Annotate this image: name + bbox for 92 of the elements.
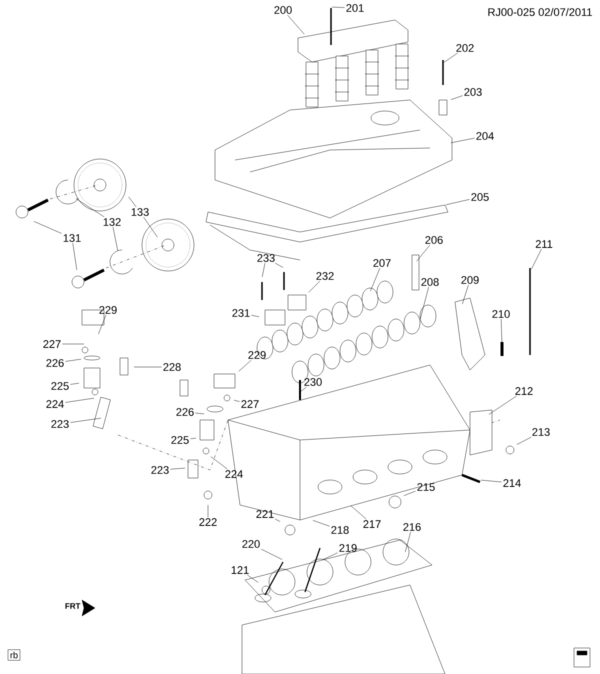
- callout-number: 225: [171, 436, 189, 444]
- leader-line: [312, 520, 330, 526]
- leader-line: [300, 386, 307, 392]
- callout-number: 226: [176, 408, 194, 416]
- leader-line: [261, 548, 282, 560]
- callout-number: 214: [503, 479, 521, 487]
- leader-line: [416, 244, 430, 262]
- callout-number: 222: [199, 518, 217, 526]
- callout-number: 220: [242, 540, 260, 548]
- leader-line: [65, 398, 94, 403]
- leader-line: [247, 574, 258, 583]
- callout-number: 223: [151, 466, 169, 474]
- callout-number: 224: [225, 470, 243, 478]
- callout-number: 216: [403, 523, 421, 531]
- leader-line: [76, 198, 104, 218]
- callout-number: 232: [316, 272, 334, 280]
- view-code-box: rb: [8, 650, 20, 660]
- leader-line: [238, 360, 252, 372]
- leader-line: [444, 52, 458, 63]
- leader-line: [98, 314, 106, 334]
- leader-line: [350, 505, 366, 520]
- callout-number: 227: [241, 400, 259, 408]
- leader-line: [450, 95, 463, 100]
- callout-number: 217: [363, 520, 381, 528]
- callout-number: 229: [99, 306, 117, 314]
- callout-number: 211: [536, 240, 552, 248]
- callout-number: 206: [425, 236, 443, 244]
- leader-line: [500, 318, 502, 344]
- callout-number: 208: [421, 278, 439, 286]
- leader-line: [143, 216, 158, 238]
- callout-number: 204: [476, 132, 494, 140]
- leader-line: [72, 242, 78, 270]
- callout-number: 224: [46, 400, 64, 408]
- leader-line: [404, 490, 416, 496]
- leader-line: [516, 436, 532, 445]
- leader-line: [195, 412, 204, 414]
- leader-line: [420, 286, 429, 320]
- callout-number: 219: [339, 544, 357, 552]
- leader-line: [450, 138, 475, 143]
- leader-line: [210, 456, 228, 470]
- callout-number: 213: [532, 428, 550, 436]
- callout-number: 228: [163, 363, 181, 371]
- leader-line: [480, 480, 502, 482]
- callout-number: 230: [304, 378, 322, 386]
- callout-number: 229: [248, 351, 266, 359]
- callout-number: 227: [43, 340, 61, 348]
- leader-line: [134, 366, 162, 368]
- callout-number: 203: [464, 88, 482, 96]
- leader-line: [446, 199, 470, 205]
- leader-line: [234, 400, 240, 402]
- leader-line: [462, 284, 469, 304]
- callout-number: 210: [492, 310, 510, 318]
- callout-number: 132: [104, 218, 121, 226]
- callout-number: 218: [331, 526, 349, 534]
- leader-line: [70, 418, 102, 423]
- leader-line: [112, 226, 118, 252]
- leader-line: [287, 14, 305, 34]
- leader-line: [65, 358, 82, 362]
- leader-line: [332, 6, 345, 8]
- callout-number: 231: [232, 309, 250, 317]
- callout-number: 205: [471, 193, 489, 201]
- leader-line: [70, 382, 80, 385]
- callout-number: 207: [373, 259, 391, 267]
- leader-line: [308, 280, 320, 292]
- callout-number: 209: [461, 276, 479, 284]
- leader-line: [274, 518, 280, 522]
- callout-number: 225: [51, 382, 69, 390]
- leader-line: [370, 268, 380, 292]
- leader-line: [34, 221, 62, 234]
- callout-number: 200: [274, 6, 292, 14]
- callout-number: 201: [346, 4, 364, 12]
- leader-line: [405, 532, 411, 552]
- callout-number: 121: [232, 566, 249, 574]
- leader-line: [128, 196, 136, 208]
- leader-line: [251, 314, 260, 317]
- callout-number: 202: [456, 44, 474, 52]
- callout-number: 212: [515, 387, 533, 395]
- callout-number: 131: [64, 234, 81, 242]
- leader-line: [170, 468, 186, 470]
- callout-number: 223: [51, 420, 69, 428]
- leader-line: [262, 262, 266, 278]
- callout-number: 221: [256, 510, 274, 518]
- leader-line: [190, 438, 196, 439]
- leader-line: [531, 248, 542, 270]
- callout-number: 215: [417, 483, 435, 491]
- leader-line: [488, 396, 517, 415]
- callout-number: 133: [132, 208, 149, 216]
- callout-number: 233: [257, 254, 275, 262]
- callout-number: 226: [46, 359, 64, 367]
- drawing-number: RJ00-025 02/07/2011: [488, 8, 592, 16]
- leader-line: [274, 262, 284, 268]
- leader-line: [322, 552, 338, 560]
